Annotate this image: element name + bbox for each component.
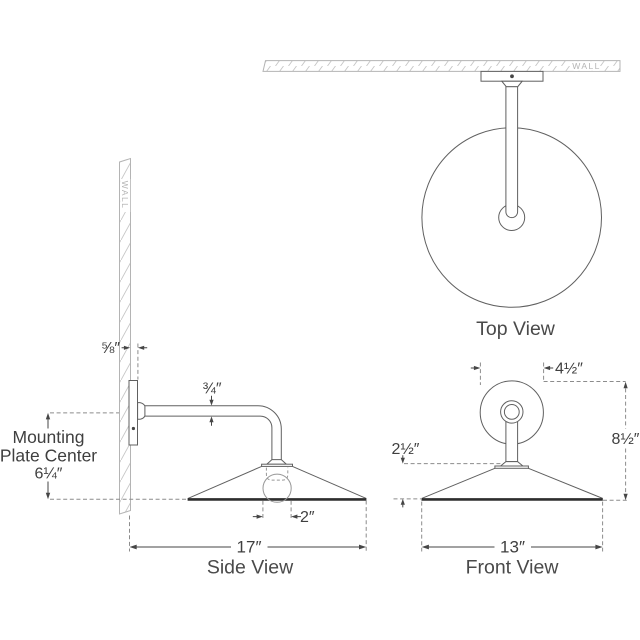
top-view: WALL Top View [262,60,621,340]
extension-lines [129,500,367,552]
arrow-down [400,457,405,464]
arrow-up [400,498,405,505]
shade [187,459,367,501]
mounting-label-line2: Plate Center [0,446,97,466]
mounting-screw [510,74,514,79]
shade-left-slope [187,465,262,499]
arrow-left [129,544,137,550]
ceiling-wall-section: WALL [262,60,621,72]
dim-total-projection: 17″ [129,500,367,557]
arrow-left [543,365,551,371]
arrow-right [473,365,481,371]
plate-flare [500,80,524,88]
dim-overall-height-label: 8½″ [612,431,640,448]
front-view: 4½″ 8½″ 2½″ [392,361,640,579]
shade-apex-band [261,463,294,467]
dim-arm-thickness: ¾″ [202,381,222,426]
stem-collar [499,461,525,467]
mounting-screw [131,426,135,431]
extension-lines [479,362,545,385]
arrow-up [623,381,628,389]
dim-projection-label: 17″ [237,538,262,557]
arrow-down [209,399,214,406]
shade-apex-band [494,465,529,469]
shade-right-slope [528,467,603,499]
dim-backplate-width: 4½″ [470,361,583,385]
mounting-plate-body [128,380,138,446]
dim-mounting-plate-center: Mounting Plate Center 6¼″ [0,412,187,500]
wall-label-gap [120,179,131,212]
arm-inner-line [144,415,273,460]
side-view: WALL ⅝″ [0,157,367,579]
dim-shade-diameter-label: 13″ [500,538,525,557]
arrow-up [209,416,214,423]
dim-backplate-label: 4½″ [555,361,583,378]
extension-lines [421,501,604,552]
bulb [262,467,292,503]
dim-overall-height: 8½″ [543,381,640,501]
dim-arm-thickness-label: ¾″ [202,381,221,398]
wall-section: WALL [119,157,131,515]
mounting-plate [128,380,138,446]
arrow-right [256,514,263,519]
stem-collar [265,459,288,465]
dim-plate-depth-label: ⅝″ [101,340,120,357]
arrow-left [421,544,429,550]
arrow-right [123,345,131,350]
mounting-label-line1: Mounting [13,427,85,447]
dim-bulb-diameter-label: 2″ [300,509,315,526]
top-view-title: Top View [476,318,556,340]
arm-flare [137,402,146,420]
socket-outline [265,467,289,481]
side-view-title: Side View [207,557,294,579]
wall-hatch [119,157,131,515]
mounting-plate-top [480,70,544,88]
dim-plate-depth: ⅝″ [101,340,148,380]
stem-top [505,86,519,219]
wall-label: WALL [572,61,600,71]
shade-right-slope [292,465,367,499]
arrow-down [623,493,628,501]
socket-ring-inner [503,404,520,420]
wall-label-gap [573,61,600,71]
dim-mounting-center-label: 6¼″ [35,466,63,483]
arrow-down [45,492,51,500]
arrow-right [359,544,367,550]
wall-label: WALL [120,181,130,209]
wall-hatch [262,60,621,72]
front-view-title: Front View [466,557,560,579]
dim-shade-height-label: 2½″ [392,441,420,458]
arm [137,402,282,460]
arrow-up [45,412,51,420]
arrow-right [595,544,603,550]
socket-ring-outer [500,400,524,424]
shade-left-slope [421,467,496,499]
arrow-left [137,345,145,350]
arm-outer-line [144,405,282,460]
bulb-outline [262,473,292,503]
extension-lines [262,500,292,520]
dim-shade-width: 13″ [421,501,604,557]
arrow-left [291,514,298,519]
shade-front [421,461,603,501]
dim-bulb-width: 2″ [252,500,315,526]
dim-shade-height: 2½″ [392,441,506,508]
